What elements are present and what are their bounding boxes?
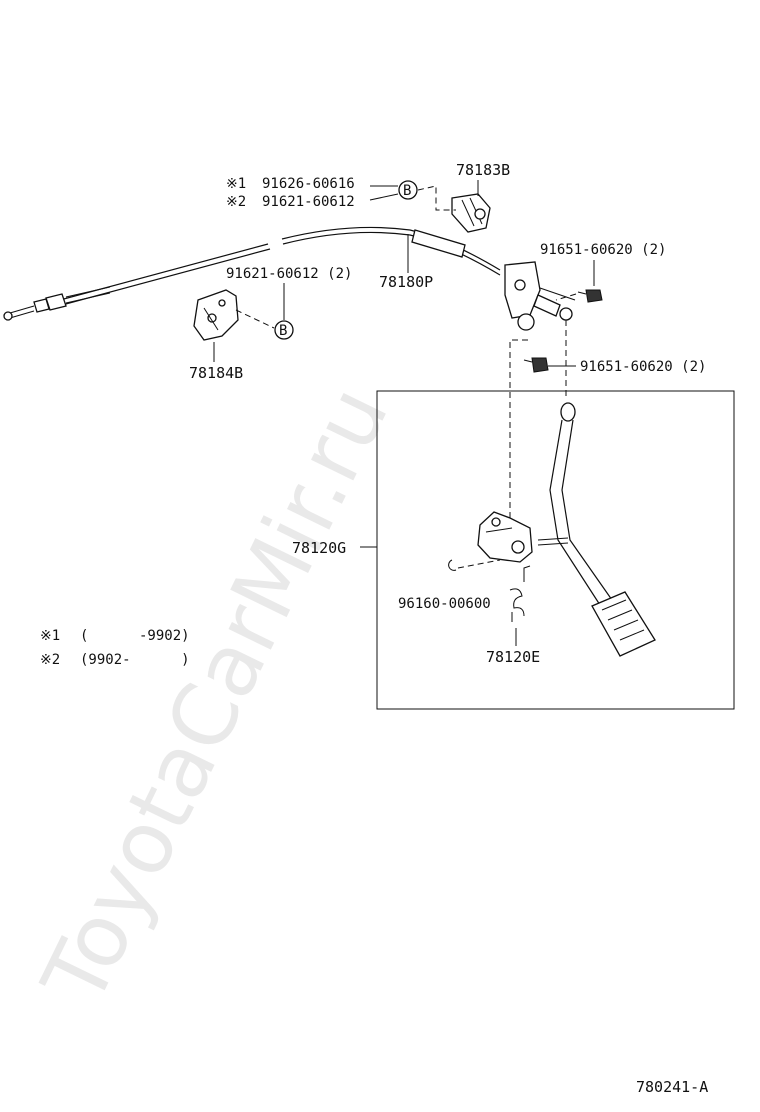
marker-b-bottom-text: B [279, 323, 287, 339]
label-78183B: 78183B [456, 161, 510, 179]
note1-prefix: ※1 [226, 176, 246, 192]
bolt-91651-mid[interactable] [523, 357, 549, 373]
watermark-text: ToyotaCarMir.ru [24, 372, 409, 1020]
label-91621-60612-2: 91621-60612 (2) [226, 266, 352, 282]
marker-b-top-text: B [403, 183, 411, 199]
legend-mark-2: ※2 [40, 652, 60, 668]
label-96160-00600: 96160-00600 [398, 596, 491, 612]
note2-prefix: ※2 [226, 194, 246, 210]
label-78184B: 78184B [189, 364, 243, 382]
note1-part: 91626-60616 [262, 176, 355, 192]
label-78120E: 78120E [486, 648, 540, 666]
clip-96160[interactable] [448, 559, 457, 571]
note2-part: 91621-60612 [262, 194, 355, 210]
legend-range-2: (9902- ) [80, 652, 190, 668]
pedal-bracket-78120G[interactable] [477, 511, 533, 563]
label-78120G: 78120G [292, 539, 346, 557]
legend: ※1 ( -9902) ※2 (9902- ) [40, 628, 190, 668]
legend-mark-1: ※1 [40, 628, 60, 644]
label-91651-top: 91651-60620 (2) [540, 242, 666, 258]
accelerator-cable[interactable] [3, 226, 501, 321]
bracket-78184B[interactable] [193, 289, 239, 341]
marker-b-bottom [274, 320, 294, 340]
label-91651-mid: 91651-60620 (2) [580, 359, 706, 375]
spring-78120E[interactable] [509, 565, 531, 622]
pedal-assembly-box [376, 390, 735, 710]
marker-b-top [398, 180, 418, 200]
bolt-91651-top[interactable] [577, 289, 603, 303]
accelerator-pedal[interactable] [537, 402, 656, 657]
diagram-code: 780241-A [636, 1078, 708, 1096]
label-78180P: 78180P [379, 273, 433, 291]
legend-range-1: ( -9902) [80, 628, 190, 644]
clamp-78183B[interactable] [451, 193, 491, 233]
cable-end-bracket[interactable] [504, 261, 576, 331]
